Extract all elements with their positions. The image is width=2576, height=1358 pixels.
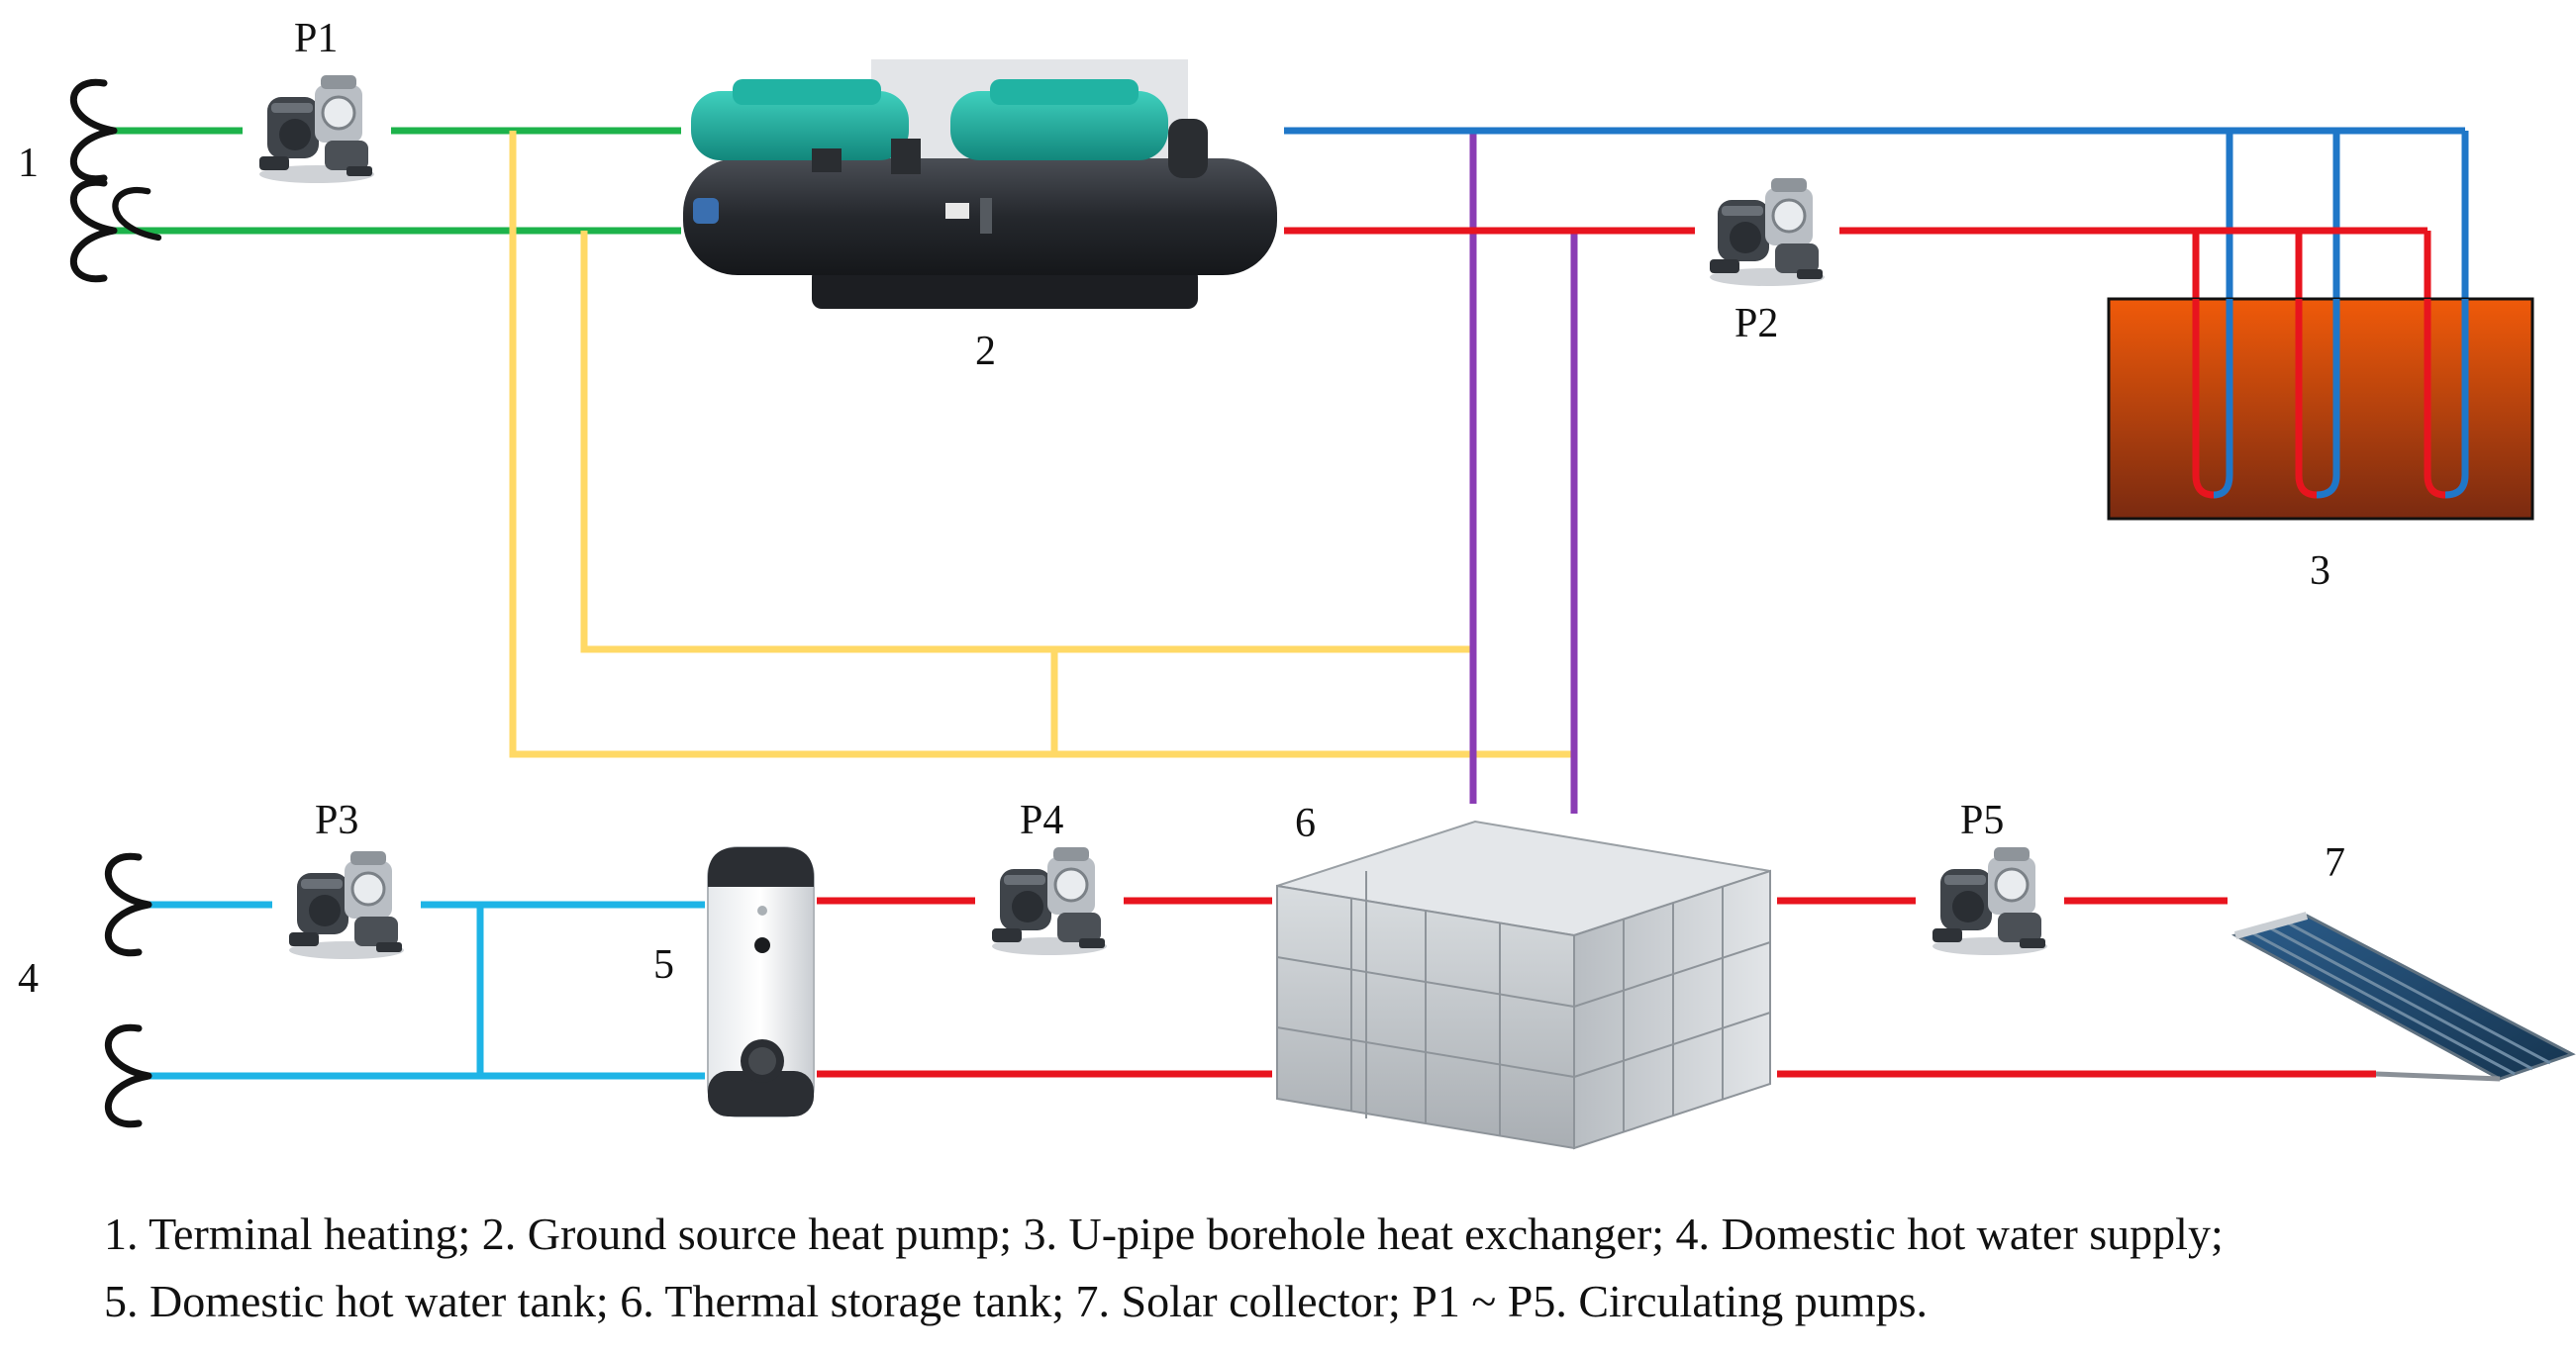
ground-source-heat-pump	[683, 59, 1277, 309]
cyan-pipes	[149, 901, 705, 1080]
solar-collector	[2231, 912, 2576, 1082]
terminal-heating-icon	[73, 82, 162, 278]
pump-p5	[1931, 845, 2049, 957]
dhw-supply-icon	[108, 856, 149, 1123]
pump-p3	[287, 849, 406, 961]
component-labels: 1 2 3 4 5 6 7 P1 P2 P3 P4 P5	[18, 16, 2345, 1002]
label-1: 1	[18, 141, 39, 186]
u-pipes	[2192, 299, 2469, 499]
purple-pipes	[1469, 131, 1578, 814]
red-pipes-bottom	[817, 897, 2376, 1078]
dhw-tank	[707, 846, 815, 1117]
label-7: 7	[2325, 840, 2345, 886]
label-2: 2	[975, 329, 996, 374]
label-p2: P2	[1734, 301, 1778, 346]
pump-p2	[1708, 176, 1827, 288]
caption: 1. Terminal heating; 2. Ground source he…	[104, 1209, 2224, 1326]
label-p5: P5	[1960, 798, 2004, 843]
green-pipes	[114, 127, 681, 235]
pump-p4	[990, 845, 1109, 957]
caption-line-2: 5. Domestic hot water tank; 6. Thermal s…	[104, 1276, 1928, 1326]
caption-line-1: 1. Terminal heating; 2. Ground source he…	[104, 1209, 2224, 1259]
label-p1: P1	[294, 16, 338, 61]
label-p4: P4	[1020, 798, 1063, 843]
label-6: 6	[1295, 801, 1316, 846]
label-p3: P3	[315, 798, 358, 843]
thermal-storage-tank	[1276, 820, 1771, 1150]
label-3: 3	[2310, 548, 2330, 594]
yellow-pipes	[509, 131, 1572, 758]
pump-p1	[257, 73, 376, 185]
label-4: 4	[18, 956, 39, 1002]
borehole-heat-exchanger	[2107, 297, 2534, 521]
label-5: 5	[653, 942, 674, 988]
